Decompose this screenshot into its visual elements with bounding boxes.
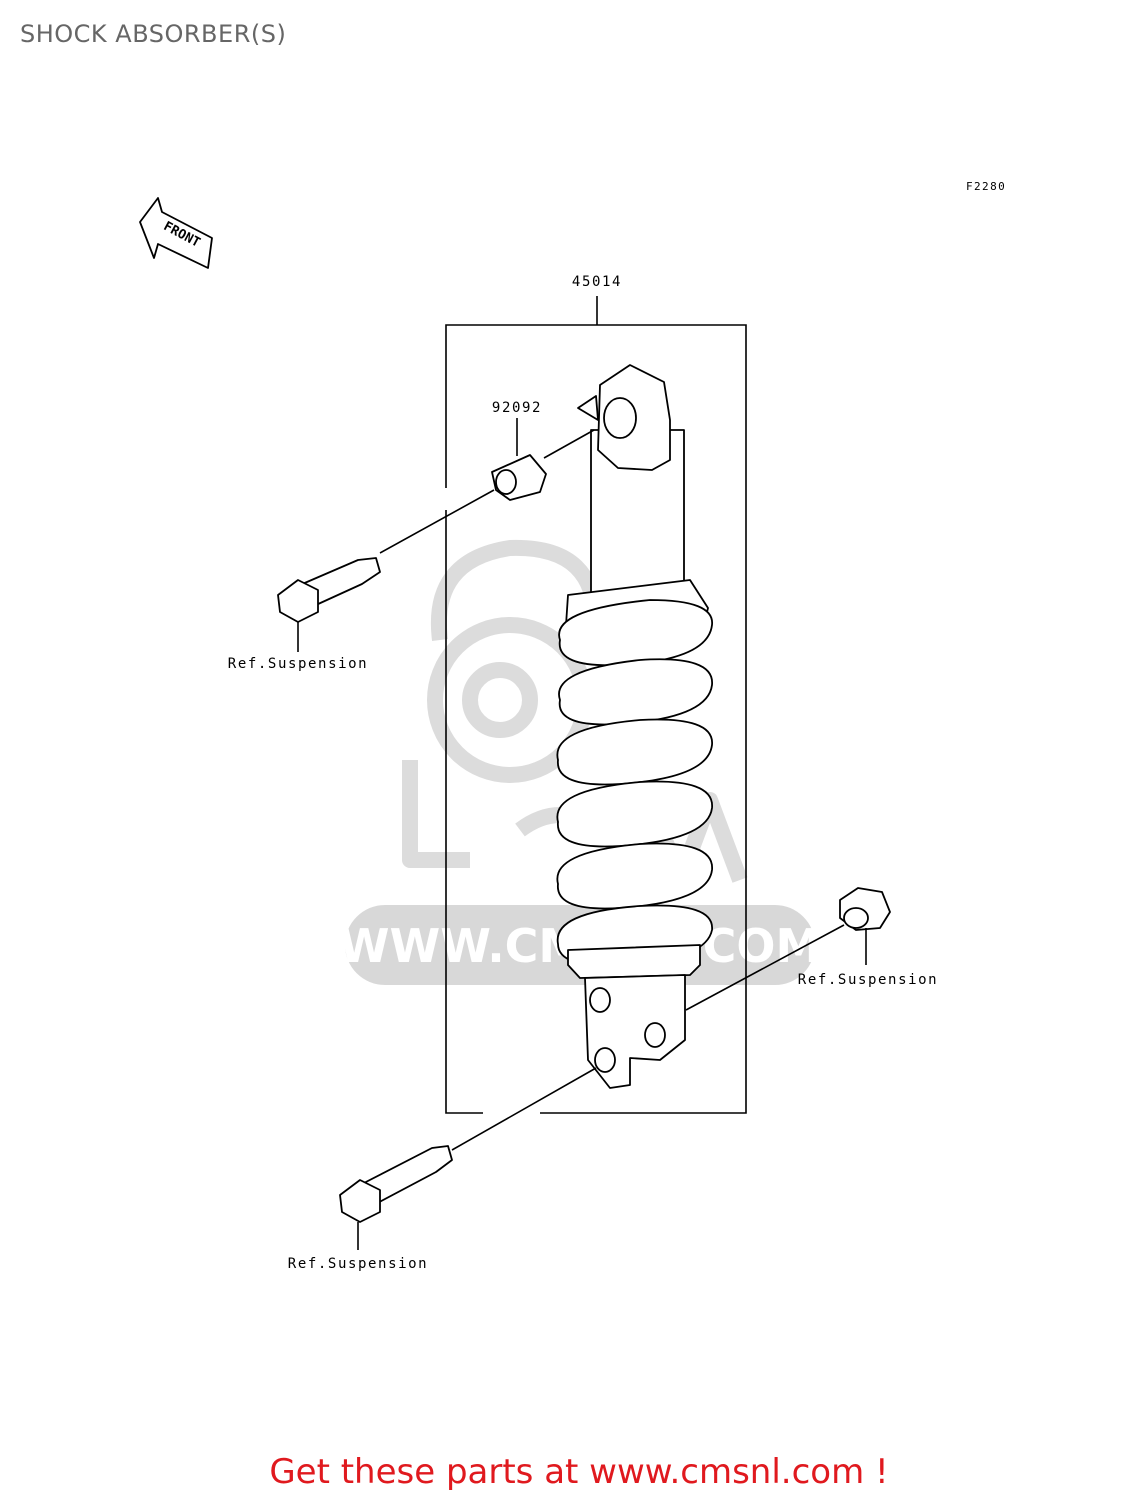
page-title: SHOCK ABSORBER(S)	[20, 20, 287, 48]
lower-bolt	[339, 1067, 597, 1250]
footer-cta[interactable]: Get these parts at www.cmsnl.com !	[0, 1452, 1146, 1492]
assembly-bracket	[445, 296, 747, 1114]
part-number-92092: 92092	[492, 400, 542, 416]
shock-absorber	[556, 364, 713, 1089]
upper-bolt	[277, 489, 495, 652]
ref-label-flange-nut: Ref.Suspension	[798, 972, 938, 988]
front-arrow-icon: FRONT	[139, 197, 213, 269]
figure-code: F2280	[966, 180, 1006, 193]
flange-nut	[685, 887, 891, 1011]
ref-label-upper-bolt: Ref.Suspension	[228, 656, 368, 672]
ref-label-lower-bolt: Ref.Suspension	[288, 1256, 428, 1272]
part-number-45014: 45014	[572, 274, 622, 290]
footer-text[interactable]: Get these parts at www.cmsnl.com !	[269, 1452, 889, 1492]
bushing-92092	[491, 418, 547, 501]
